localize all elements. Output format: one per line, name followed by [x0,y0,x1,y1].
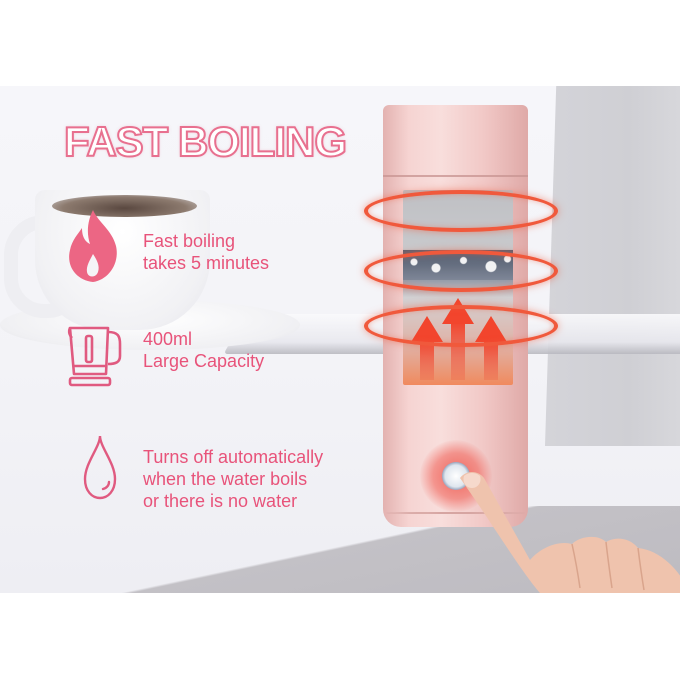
feature-fast-boiling: Fast boiling takes 5 minutes [143,230,269,274]
heat-ring-icon [364,250,558,292]
feature-text-line: or there is no water [143,491,298,511]
feature-capacity: 400ml Large Capacity [143,328,264,372]
pressing-hand [460,472,680,593]
kettle-icon [67,326,122,387]
feature-text-line: 400ml [143,329,193,349]
feature-text-line: takes 5 minutes [143,253,270,273]
feature-auto-shutoff: Turns off automatically when the water b… [143,446,323,512]
heat-arrow-stem [420,340,434,380]
laptop-screen-background [545,86,680,446]
heat-arrow-stem [484,340,498,380]
feature-text-line: when the water boils [143,469,308,489]
flame-icon [69,210,117,282]
feature-text-line: Fast boiling [143,231,236,251]
water-drop-icon [83,435,117,500]
heat-ring-icon [364,305,558,347]
headline-title: FAST BOILING [63,117,348,166]
feature-text-line: Large Capacity [143,351,265,371]
bottle-base-seam [386,512,525,514]
coffee-cup-rim [52,195,197,217]
bottle-lid-seam [383,175,528,177]
heat-ring-icon [364,190,558,232]
feature-text-line: Turns off automatically [143,447,324,467]
